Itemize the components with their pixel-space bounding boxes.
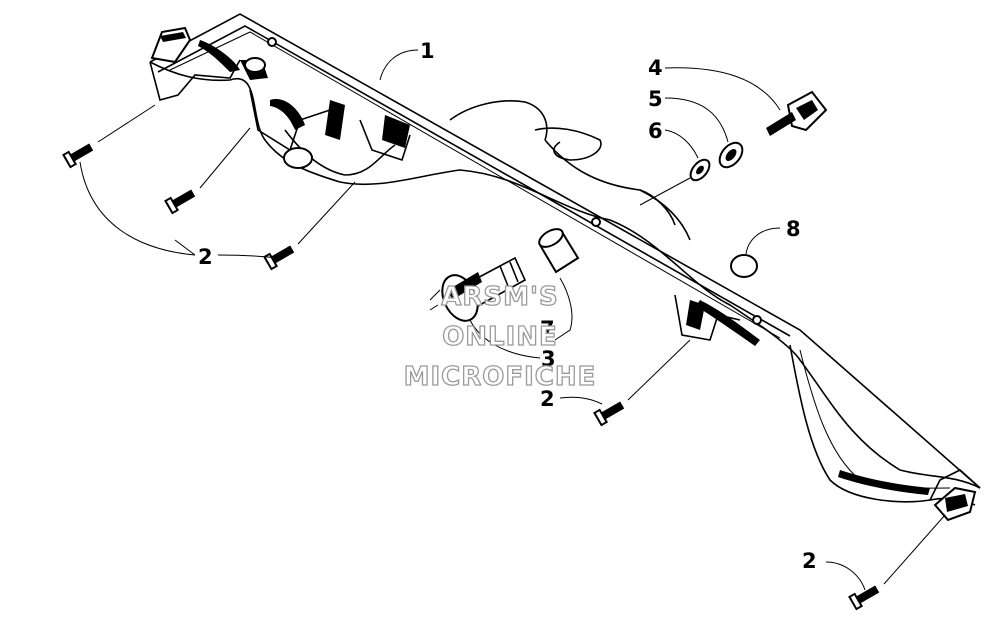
callout-2: 2	[198, 245, 213, 269]
nut-icon	[689, 158, 711, 182]
ignition-switch	[429, 256, 527, 322]
callout-7: 7	[540, 317, 555, 341]
screw-icon	[263, 245, 295, 271]
callout-1: 1	[420, 39, 435, 63]
screw-icon	[593, 401, 625, 427]
callout-8: 8	[786, 217, 801, 241]
callout-2: 2	[540, 387, 555, 411]
callout-4: 4	[648, 56, 663, 80]
washer-icon	[718, 141, 744, 169]
watermark-line-2: ONLINE	[442, 322, 558, 352]
boot-cover	[538, 228, 580, 274]
key-assembly	[639, 67, 828, 206]
screw-icon	[164, 189, 196, 215]
plug-icon	[730, 254, 758, 278]
dash-panel	[149, 13, 981, 522]
callout-5: 5	[648, 87, 663, 111]
watermark-line-3: MICROFICHE	[404, 362, 597, 392]
screw-icon	[62, 143, 94, 169]
watermark: ARSM'S ONLINE MICROFICHE	[403, 281, 597, 392]
screw-group	[62, 104, 946, 611]
callout-6: 6	[648, 119, 663, 143]
watermark-line-1: ARSM'S	[441, 282, 558, 312]
screw-icon	[848, 585, 880, 611]
callout-2: 2	[802, 549, 817, 573]
key-icon	[766, 90, 828, 136]
callout-3: 3	[541, 347, 556, 371]
